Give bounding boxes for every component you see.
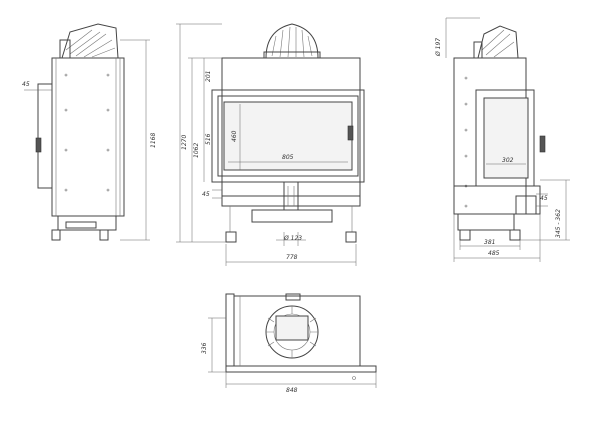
handle-left [35, 137, 42, 153]
dim-front-bottom-offset: 45 [202, 191, 210, 198]
flue-dome-front [265, 23, 319, 59]
dim-front-door-height: 516 [205, 133, 212, 145]
dim-side-height: 1168 [150, 133, 157, 148]
front-view: 805 460 1270 1062 201 516 45 Ø 123 [176, 23, 365, 266]
side-view-right: Ø 197 302 45 345 - 362 381 [435, 17, 570, 262]
flue-pipe-left [61, 23, 119, 59]
dim-top-width: 848 [286, 387, 298, 394]
dim-flue-diameter: Ø 197 [435, 38, 442, 57]
dim-front-top-offset: 201 [205, 71, 212, 82]
dim-front-body-height: 1062 [193, 143, 200, 158]
dim-side-height-range: 345 - 362 [555, 209, 562, 238]
dim-side-depth: 485 [488, 250, 500, 257]
dim-outlet-diameter: Ø 123 [283, 235, 302, 242]
dim-glass-height: 460 [231, 130, 238, 142]
top-view: 336 848 [201, 293, 377, 394]
body-left [51, 57, 125, 217]
dim-side-inner-depth: 381 [484, 239, 495, 246]
glass-right [483, 97, 529, 179]
dim-front-total-height: 1270 [181, 135, 188, 150]
dim-front-width: 778 [286, 254, 298, 261]
dim-side-width: 45 [22, 81, 30, 88]
body-front [221, 57, 361, 197]
dim-side-glass-width: 302 [502, 157, 514, 164]
glass-front [223, 101, 353, 171]
dim-side-bottom-offset: 45 [540, 195, 548, 202]
side-view-left: 45 1168 [22, 23, 157, 241]
handle-front [347, 125, 354, 141]
flue-pipe-right [477, 25, 519, 59]
dim-top-depth: 336 [201, 342, 208, 354]
handle-right [539, 135, 546, 153]
dim-glass-width: 805 [282, 154, 294, 161]
